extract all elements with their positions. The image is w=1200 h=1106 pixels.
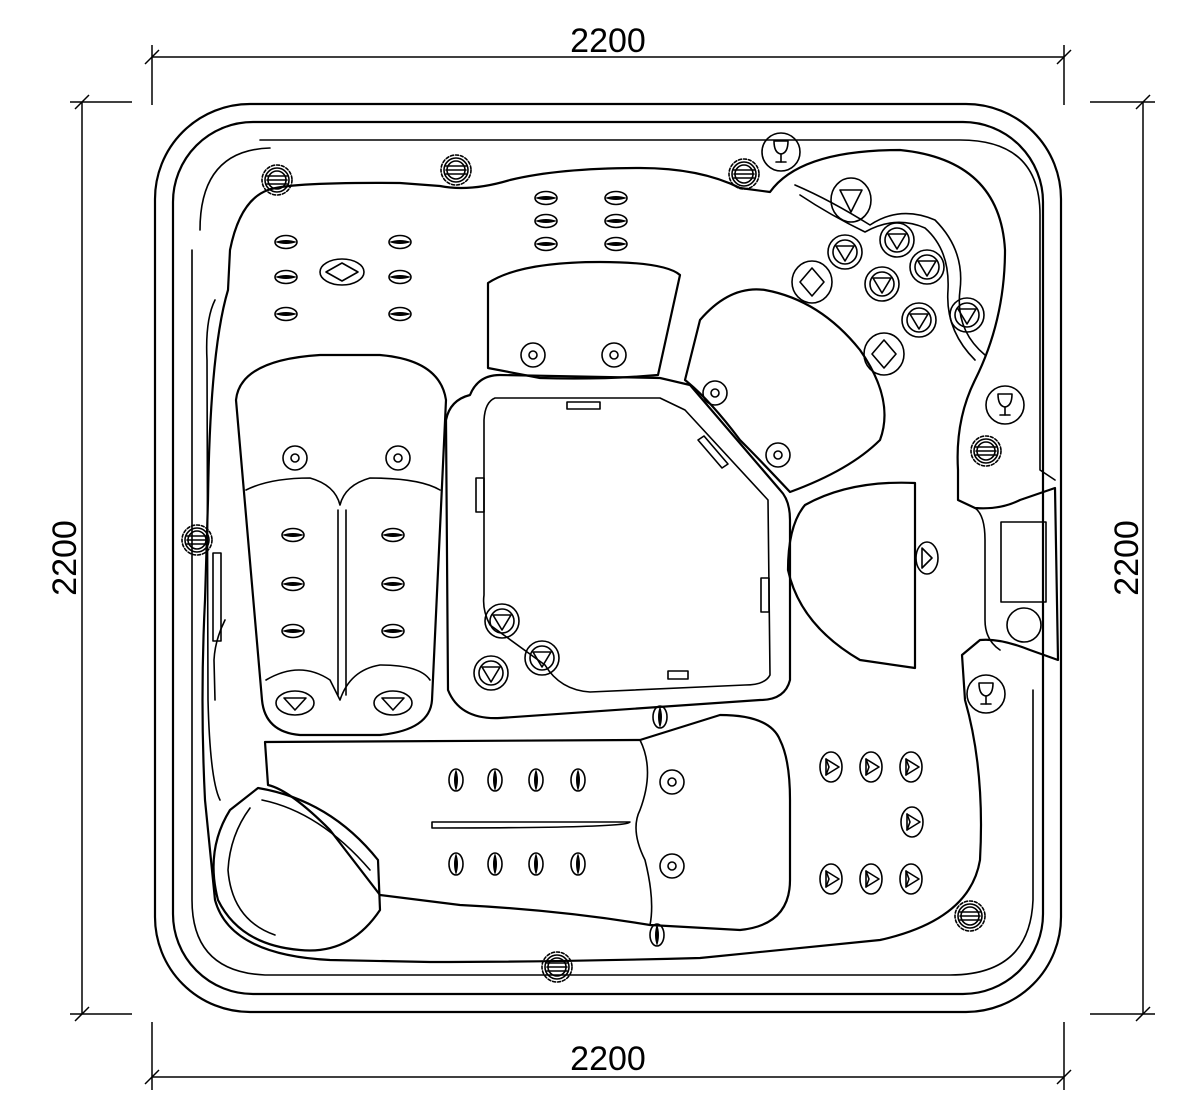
footwell — [446, 375, 790, 718]
jet-group-top-right-seat — [702, 380, 791, 468]
jet-group-right-seat — [916, 542, 938, 574]
diverter-valve-icon — [261, 164, 293, 196]
diverter-valve-icon — [728, 158, 760, 190]
seat-corner-recliner — [214, 788, 380, 951]
dimension-top: 2200 — [145, 22, 1071, 105]
jet-group-bottom-right — [819, 751, 924, 895]
diverter-valve-icon — [541, 951, 573, 983]
seat-top-right — [685, 289, 885, 492]
jet-group-bottom-lounger — [448, 768, 685, 879]
jet-group-corner-top-right — [792, 178, 985, 375]
seat-left-lounger — [236, 355, 446, 735]
diverter-valve-icon — [652, 705, 668, 729]
dimension-bottom: 2200 — [145, 1022, 1071, 1090]
jet-group-left-lounger — [276, 445, 412, 715]
wine-glass-icon — [985, 385, 1025, 425]
diverter-valve-icon — [181, 524, 213, 556]
diverter-valve-icon — [970, 435, 1002, 467]
jet-group-top-center — [520, 190, 628, 368]
inner-tub — [203, 150, 1059, 962]
diverter-valve-icon — [649, 923, 665, 947]
dimension-bottom-label: 2200 — [570, 1040, 646, 1078]
control-panel — [975, 508, 1046, 650]
dimension-left: 2200 — [46, 95, 132, 1021]
diverter-valve-icon — [440, 154, 472, 186]
seat-bottom-lounger — [265, 715, 790, 930]
diverter-valve-icon — [954, 900, 986, 932]
wine-glass-icon — [966, 674, 1006, 714]
seat-top-center — [488, 262, 680, 379]
wine-glass-icon — [761, 132, 801, 172]
spa-shell — [155, 104, 1061, 1012]
seat-right — [788, 483, 915, 668]
jet-group-top-left — [274, 234, 412, 322]
dimension-left-label: 2200 — [46, 520, 84, 596]
dimension-top-label: 2200 — [570, 22, 646, 60]
dimension-right: 2200 — [1090, 95, 1155, 1021]
dimension-right-label: 2200 — [1108, 520, 1146, 596]
